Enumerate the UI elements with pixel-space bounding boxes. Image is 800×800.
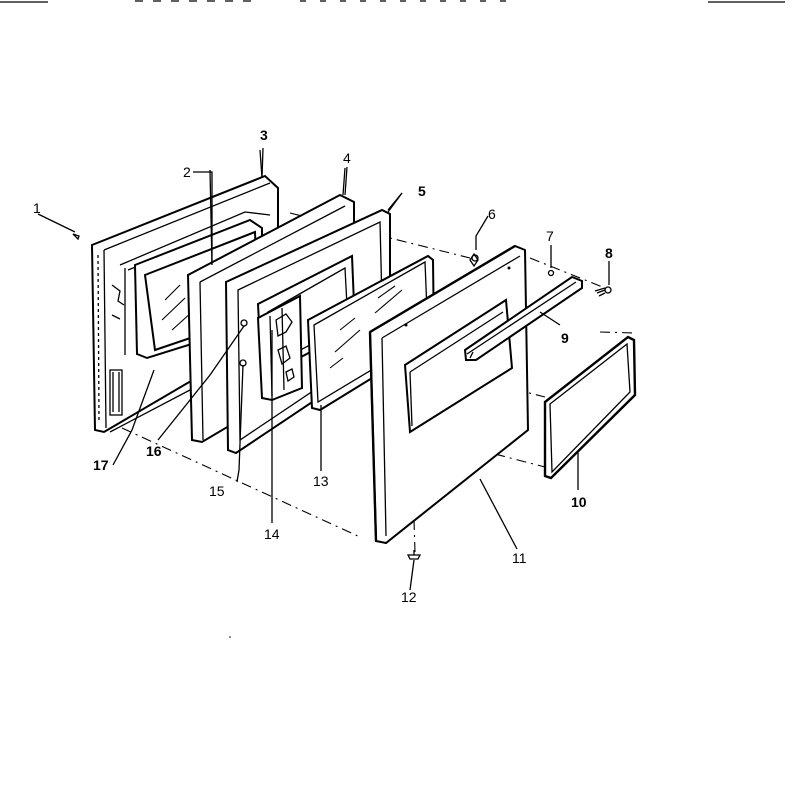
callout-2: 2 bbox=[183, 164, 191, 180]
callout-7: 7 bbox=[546, 228, 554, 244]
leader-lines bbox=[37, 149, 610, 591]
callout-15: 15 bbox=[209, 483, 225, 499]
window-trim-part-10 bbox=[543, 335, 637, 480]
screw-part-7 bbox=[547, 269, 555, 277]
door-handle-part-9 bbox=[463, 275, 583, 361]
callout-16: 16 bbox=[146, 443, 162, 459]
callout-3: 3 bbox=[260, 127, 268, 143]
callout-9: 9 bbox=[561, 330, 569, 346]
callout-11: 11 bbox=[512, 550, 527, 566]
outer-door-panel-part-11 bbox=[368, 244, 530, 545]
callout-13: 13 bbox=[313, 473, 329, 489]
callout-12: 12 bbox=[401, 589, 417, 605]
screw-part-12 bbox=[406, 554, 422, 560]
stray-dot bbox=[229, 636, 231, 638]
callout-8: 8 bbox=[605, 245, 613, 261]
callout-10: 10 bbox=[571, 494, 587, 510]
hardware-screws bbox=[72, 233, 612, 560]
top-edge-marks bbox=[0, 0, 785, 3]
callout-6: 6 bbox=[488, 206, 496, 222]
callout-labels: 1 2 3 4 5 6 7 8 9 10 11 12 13 14 15 16 1… bbox=[33, 127, 613, 605]
callout-17: 17 bbox=[93, 457, 109, 473]
screw-part-8 bbox=[594, 287, 606, 297]
callout-1: 1 bbox=[33, 200, 41, 216]
callout-14: 14 bbox=[264, 526, 280, 542]
callout-4: 4 bbox=[343, 150, 351, 166]
callout-5: 5 bbox=[418, 183, 426, 199]
